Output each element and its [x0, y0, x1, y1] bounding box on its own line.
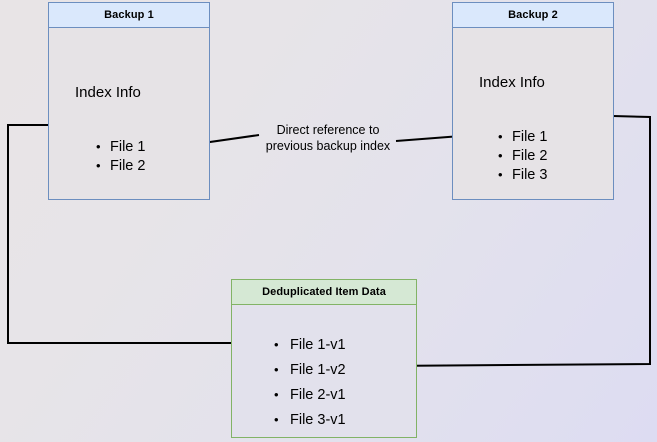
list-item: File 3 [498, 165, 547, 185]
backup-2-index-info-label: Index Info [479, 74, 545, 91]
list-item: File 1-v1 [274, 332, 346, 358]
backup-1-file-list: File 1 File 2 [96, 137, 145, 176]
node-dedup-body: File 1-v1 File 1-v2 File 2-v1 File 3-v1 [231, 305, 417, 438]
node-backup-2-header: Backup 2 [452, 2, 614, 28]
node-backup-2-body: Index Info File 1 File 2 File 3 [452, 28, 614, 200]
list-item: File 1 [96, 137, 145, 157]
edge-label-line-2: previous backup index [265, 139, 391, 153]
node-backup-1-header: Backup 1 [48, 2, 210, 28]
node-backup-1[interactable]: Backup 1 Index Info File 1 File 2 [48, 2, 210, 200]
list-item: File 1 [498, 127, 547, 147]
list-item: File 3-v1 [274, 407, 346, 433]
node-deduplicated-item-data[interactable]: Deduplicated Item Data File 1-v1 File 1-… [231, 279, 417, 438]
list-item: File 2-v1 [274, 382, 346, 408]
list-item: File 2 [96, 156, 145, 176]
backup-2-file-list: File 1 File 2 File 3 [498, 127, 547, 185]
dedup-file-list: File 1-v1 File 1-v2 File 2-v1 File 3-v1 [274, 332, 346, 433]
edge-label-direct-reference: Direct reference to previous backup inde… [250, 122, 406, 154]
edge-label-line-1: Direct reference to [276, 123, 380, 137]
node-backup-2[interactable]: Backup 2 Index Info File 1 File 2 File 3 [452, 2, 614, 200]
list-item: File 1-v2 [274, 357, 346, 383]
backup-1-index-info-label: Index Info [75, 84, 141, 101]
node-dedup-header: Deduplicated Item Data [231, 279, 417, 305]
list-item: File 2 [498, 146, 547, 166]
node-backup-1-body: Index Info File 1 File 2 [48, 28, 210, 200]
